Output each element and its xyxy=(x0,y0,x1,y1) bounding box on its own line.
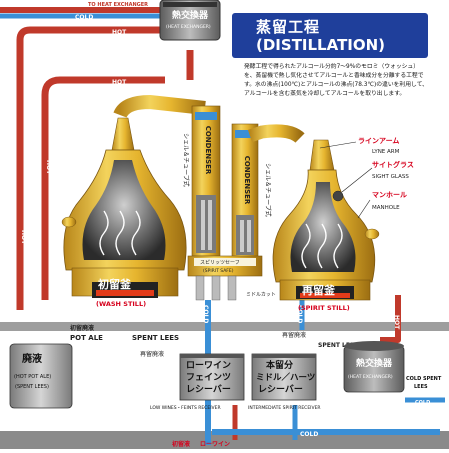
spirit-safe-jp: スピリッツセーフ xyxy=(200,260,240,266)
low-wines-receiver: ローワイン フェインツ レシーバー LOW WINES・FEINTS RECEI… xyxy=(150,353,245,411)
condenser-left-en: CONDENSER xyxy=(204,126,212,175)
sr-en: INTERMEDIATE SPIRIT RECEIVER xyxy=(248,405,321,411)
cold-spent-lees-1: COLD SPENT xyxy=(406,376,442,382)
top-exchanger-en: (HEAT EXCHANGER) xyxy=(166,24,211,30)
lw-en: LOW WINES・FEINTS RECEIVER xyxy=(150,405,221,411)
lyne-arm-en: LYNE ARM xyxy=(372,149,400,155)
info-panel: 蒸留工程 (DISTILLATION) 発酵工程で得られたアルコール分約7〜9%… xyxy=(232,5,432,123)
spent-lees-right: SPENT LEES xyxy=(318,342,358,349)
condenser-left-jp: シェル＆チューブ式 xyxy=(182,133,190,187)
cold-label-br: COLD xyxy=(415,400,430,406)
lw-jp1: ローワイン xyxy=(186,360,231,371)
manhole-en: MANHOLE xyxy=(372,205,400,211)
wash-still: 初留釜 (WASH STILL) xyxy=(61,94,206,308)
hot-label-left: HOT xyxy=(20,230,27,245)
title-box: 蒸留工程 (DISTILLATION) xyxy=(232,13,428,58)
spirit-still-en: (SPIRIT STILL) xyxy=(298,304,350,312)
cold-label-bottom: COLD xyxy=(300,431,318,438)
cold-spent-lees-2: LEES xyxy=(414,384,428,390)
lw-jp2: フェインツ xyxy=(186,372,231,383)
title-en: (DISTILLATION) xyxy=(256,36,386,54)
lw-jp3: レシーバー xyxy=(186,384,231,395)
spirit-still-jp: 再留釜 xyxy=(302,283,336,297)
spent-lees-label: SPENT LEES xyxy=(132,334,179,342)
hot-label-top: HOT xyxy=(112,29,127,36)
low-wines-bottom-1: 初留液 xyxy=(172,440,191,448)
callouts: ラインアーム LYNE ARM サイトグラス SIGHT GLASS マンホール… xyxy=(319,137,414,219)
condenser-right-en: CONDENSER xyxy=(243,156,251,205)
spent-lees-jp: 再留廃液 xyxy=(140,350,164,358)
sight-glass-jp: サイトグラス xyxy=(372,160,414,169)
sr-jp3: レシーバー xyxy=(258,384,303,395)
cold-label-right: COLD xyxy=(296,305,303,323)
sr-jp2: ミドル／ハーツ xyxy=(256,372,315,383)
spirit-lees-jp-right: 再留廃液 xyxy=(282,331,306,339)
hot-pot-ale-tank: 廃液 (HOT POT ALE) (SPENT LEES) xyxy=(9,343,73,409)
bottom-exchanger-jp: 熱交換器 xyxy=(356,357,393,369)
hot-label-left2: HOT xyxy=(45,160,52,175)
low-wines-bottom-2: ローワイン xyxy=(200,441,230,448)
spirit-safe-en: (SPIRIT SAFE) xyxy=(203,268,234,274)
cold-label-top: COLD xyxy=(75,14,93,21)
sight-glass-en: SIGHT GLASS xyxy=(372,174,409,180)
pot-ale-en: POT ALE xyxy=(70,334,103,342)
tank-jp: 廃液 xyxy=(22,352,42,365)
pot-ale-jp: 初留廃液 xyxy=(70,324,95,332)
top-exchanger-jp: 熱交換器 xyxy=(172,9,209,21)
spirit-receiver: 本留分 ミドル／ハーツ レシーバー INTERMEDIATE SPIRIT RE… xyxy=(248,353,321,411)
bottom-exchanger-en: (HEAT EXCHANGER) xyxy=(348,374,393,380)
condenser-right: CONDENSER シェル＆チューブ式 xyxy=(231,123,272,259)
hot-label-right: HOT xyxy=(393,315,400,330)
floor-upper xyxy=(0,322,449,331)
middle-cut-label: ミドルカット xyxy=(246,292,276,298)
tank-en1: (HOT POT ALE) xyxy=(14,374,51,380)
title-jp: 蒸留工程 xyxy=(256,18,321,36)
hot-pipe-network xyxy=(0,7,401,440)
spirit-still: 再留釜 (SPIRIT STILL) xyxy=(247,124,380,312)
hot-label-mid: HOT xyxy=(112,79,127,86)
heat-exchanger-bottom: 熱交換器 (HEAT EXCHANGER) xyxy=(343,341,405,393)
cold-pipe-network xyxy=(205,300,445,445)
sr-jp1: 本留分 xyxy=(266,359,293,371)
condenser-left: CONDENSER シェル＆チューブ式 xyxy=(182,105,221,257)
lyne-arm-jp: ラインアーム xyxy=(358,137,399,145)
heat-exchanger-top: 熱交換器 (HEAT EXCHANGER) xyxy=(159,0,221,41)
wash-still-en: (WASH STILL) xyxy=(96,300,146,308)
tank-en2: (SPENT LEES) xyxy=(15,384,49,390)
manhole-jp: マンホール xyxy=(372,191,407,199)
description: 発酵工程で得られたアルコール分約7〜9%のモロミ（ウォッシュ）を、蒸留機で熱し気… xyxy=(244,64,428,97)
cold-label-left: COLD xyxy=(202,305,209,323)
condenser-right-jp: シェル＆チューブ式 xyxy=(264,163,272,217)
floor-lower xyxy=(0,431,449,449)
wash-still-jp: 初留釜 xyxy=(98,277,132,291)
to-exchanger-label: TO HEAT EXCHANGER xyxy=(88,2,148,8)
spirit-safe: スピリッツセーフ (SPIRIT SAFE) ミドルカット xyxy=(187,255,276,301)
